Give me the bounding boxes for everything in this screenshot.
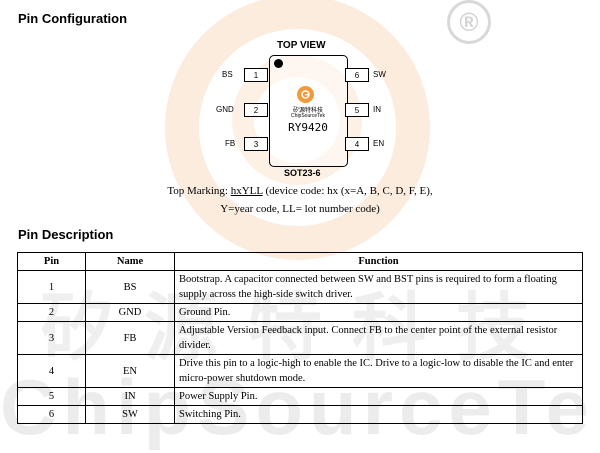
pin-number-box: 1 [244,68,268,82]
table-header-row: Pin Name Function [17,252,583,271]
pin-number-box: 6 [345,68,369,82]
cell-pin: 2 [17,303,86,322]
header-pin: Pin [17,252,86,271]
marking-line1-rest: (device code: hx (x=A, B, C, D, F, E), [262,185,433,197]
marking-code: hxYLL [230,185,263,197]
package-label: SOT23-6 [284,168,321,178]
chip-logo-glyph-icon [301,90,310,99]
pin1-indicator-dot [274,59,283,68]
cell-name: FB [85,321,175,355]
cell-name: EN [85,354,175,388]
cell-name: BS [85,270,175,304]
table-row: 6 SW Switching Pin. [17,405,583,424]
cell-pin: 5 [17,387,86,406]
table-row: 3 FB Adjustable Version Feedback input. … [17,321,583,355]
cell-pin: 6 [17,405,86,424]
chip-logo-chinese-text: 矽源特科技 [292,107,323,114]
table-row: 2 GND Ground Pin. [17,303,583,322]
table-row: 1 BS Bootstrap. A capacitor connected be… [17,270,583,304]
chip-package-outline [269,55,348,167]
top-marking-line2: Y=year code, LL= lot number code) [220,203,380,215]
cell-pin: 3 [17,321,86,355]
pin-label-right: EN [373,139,385,148]
top-view-label: TOP VIEW [277,40,326,51]
table-row: 5 IN Power Supply Pin. [17,387,583,406]
cell-function: Switching Pin. [174,405,583,424]
pin-label-left: FB [225,139,236,148]
pin-number-box: 3 [244,137,268,151]
cell-name: GND [85,303,175,322]
pin-label-left: GND [216,105,234,114]
cell-name: SW [85,405,175,424]
cell-function: Ground Pin. [174,303,583,322]
table-row: 4 EN Drive this pin to a logic-high to e… [17,354,583,388]
cell-function: Power Supply Pin. [174,387,583,406]
top-marking-line1: Top Marking: hxYLL (device code: hx (x=A… [0,185,600,197]
marking-prefix: Top Marking: [167,185,231,197]
cell-function: Adjustable Version Feedback input. Conne… [174,321,583,355]
chip-logo-icon [297,86,314,103]
cell-name: IN [85,387,175,406]
pin-label-left: BS [222,70,233,79]
header-function: Function [174,252,583,271]
cell-pin: 1 [17,270,86,304]
pin-configuration-heading: Pin Configuration [18,11,128,26]
registered-mark-watermark: ® [447,0,491,44]
pin-number-box: 2 [244,103,268,117]
pin-description-table: Pin Name Function 1 BS Bootstrap. A capa… [17,252,583,424]
pin-description-heading: Pin Description [18,227,114,242]
pin-number-box: 4 [345,137,369,151]
pin-label-right: SW [373,70,386,79]
chip-part-number: RY9420 [288,121,328,134]
pin-label-right: IN [373,105,381,114]
cell-pin: 4 [17,354,86,388]
cell-function: Bootstrap. A capacitor connected between… [174,270,583,304]
header-name: Name [85,252,175,271]
cell-function: Drive this pin to a logic-high to enable… [174,354,583,388]
pin-number-box: 5 [345,103,369,117]
chip-logo-english-text: ChipSourceTek [291,113,325,119]
